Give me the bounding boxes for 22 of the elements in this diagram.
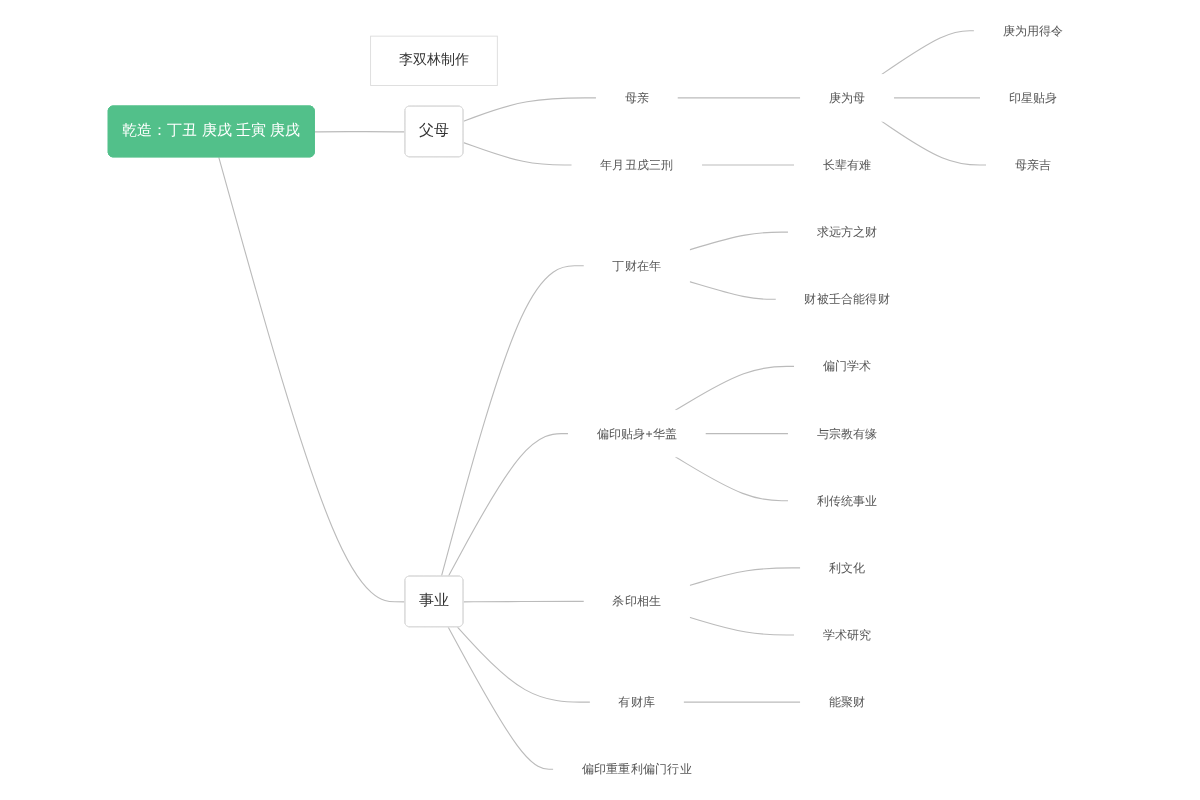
connector: [314, 131, 406, 133]
connector: [462, 600, 585, 603]
connector: [880, 30, 975, 76]
connector: [456, 626, 591, 703]
connector: [447, 626, 555, 770]
connector: [880, 120, 988, 166]
connector: [462, 97, 597, 122]
connector: [676, 97, 802, 99]
connector: [688, 231, 789, 251]
connector: [893, 97, 981, 99]
connector: [688, 616, 796, 636]
connector: [440, 265, 585, 578]
connector: [682, 701, 802, 703]
connector: [674, 365, 796, 411]
connector: [701, 164, 796, 166]
connector: [218, 156, 406, 603]
connector: [688, 281, 777, 300]
connector: [704, 433, 789, 435]
connector: [674, 456, 789, 502]
connector: [688, 567, 802, 587]
connector: [462, 142, 573, 166]
connector: [447, 433, 569, 578]
